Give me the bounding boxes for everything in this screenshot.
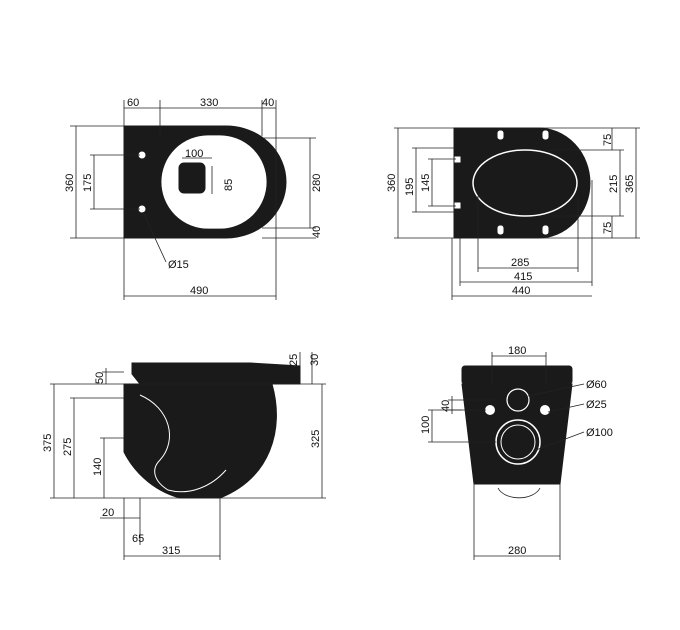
dim-label: 140 xyxy=(92,458,104,476)
dim-label: 415 xyxy=(514,271,532,283)
dim-label: 20 xyxy=(102,507,114,519)
side-view: 25 30 50 375 275 325 140 20 65 315 xyxy=(42,352,326,560)
dim-label: 85 xyxy=(223,179,235,191)
dim-label: 75 xyxy=(602,134,614,146)
dim-label: 275 xyxy=(62,438,74,456)
dim-line xyxy=(547,403,585,413)
dim-label: 195 xyxy=(404,178,416,196)
dim-label: 360 xyxy=(386,174,398,192)
front-view-hole-100-inner xyxy=(500,424,536,460)
seat-view-pin xyxy=(454,202,461,209)
dim-label: 215 xyxy=(608,175,620,193)
dim-label: 25 xyxy=(288,354,300,366)
dim-label: 365 xyxy=(624,175,636,193)
dim-line xyxy=(527,383,585,397)
dim-line xyxy=(142,211,167,263)
dim-label: 40 xyxy=(311,226,323,238)
dim-label: 315 xyxy=(162,545,180,557)
dim-label: 375 xyxy=(42,434,54,452)
dim-label: 325 xyxy=(310,430,322,448)
front-view-hole-60 xyxy=(506,388,530,412)
dim-label: 285 xyxy=(511,257,529,269)
front-view: 180 Ø60 40 Ø25 100 Ø100 280 xyxy=(420,345,613,560)
dim-label: 440 xyxy=(512,285,530,297)
seat-view: 75 360 195 145 215 365 75 285 415 440 xyxy=(386,127,640,300)
front-view-base xyxy=(497,487,541,499)
top-view-drain xyxy=(177,161,207,195)
seat-view-hinge xyxy=(542,130,549,140)
side-view-trap xyxy=(139,394,227,493)
dim-label: Ø15 xyxy=(168,259,189,271)
dim-label: 280 xyxy=(508,545,526,557)
dim-label: 145 xyxy=(420,174,432,192)
seat-view-pin xyxy=(454,156,461,163)
dim-label: Ø100 xyxy=(586,427,613,439)
dim-label: 60 xyxy=(127,97,139,109)
dim-label: 360 xyxy=(64,174,76,192)
seat-view-ring xyxy=(472,149,578,217)
dim-label: 40 xyxy=(262,97,274,109)
dim-label: 50 xyxy=(94,372,106,384)
dim-label: 100 xyxy=(420,416,432,434)
dim-label: 180 xyxy=(508,345,526,357)
seat-view-hinge xyxy=(497,225,504,235)
side-view-body xyxy=(123,383,277,499)
dim-label: 490 xyxy=(190,285,208,297)
dim-label: Ø60 xyxy=(586,379,607,391)
dim-label: 40 xyxy=(440,400,452,412)
seat-view-hinge xyxy=(497,130,504,140)
front-view-hole-25 xyxy=(485,405,495,415)
dim-label: 100 xyxy=(185,148,203,160)
top-view: 60 330 40 100 85 360 175 280 40 Ø15 490 xyxy=(64,97,323,300)
front-view-hole-25 xyxy=(540,405,550,415)
dim-label: 280 xyxy=(311,174,323,192)
front-view-seat xyxy=(461,365,573,385)
dim-label: 75 xyxy=(602,222,614,234)
dim-line xyxy=(535,431,585,451)
top-view-seat-opening xyxy=(161,135,267,229)
seat-view-hinge xyxy=(542,225,549,235)
side-view-seat-lid xyxy=(131,362,301,385)
dim-label: 175 xyxy=(82,174,94,192)
dim-label: 30 xyxy=(309,354,321,366)
dim-label: Ø25 xyxy=(586,399,607,411)
dim-label: 65 xyxy=(132,533,144,545)
dim-label: 330 xyxy=(200,97,218,109)
